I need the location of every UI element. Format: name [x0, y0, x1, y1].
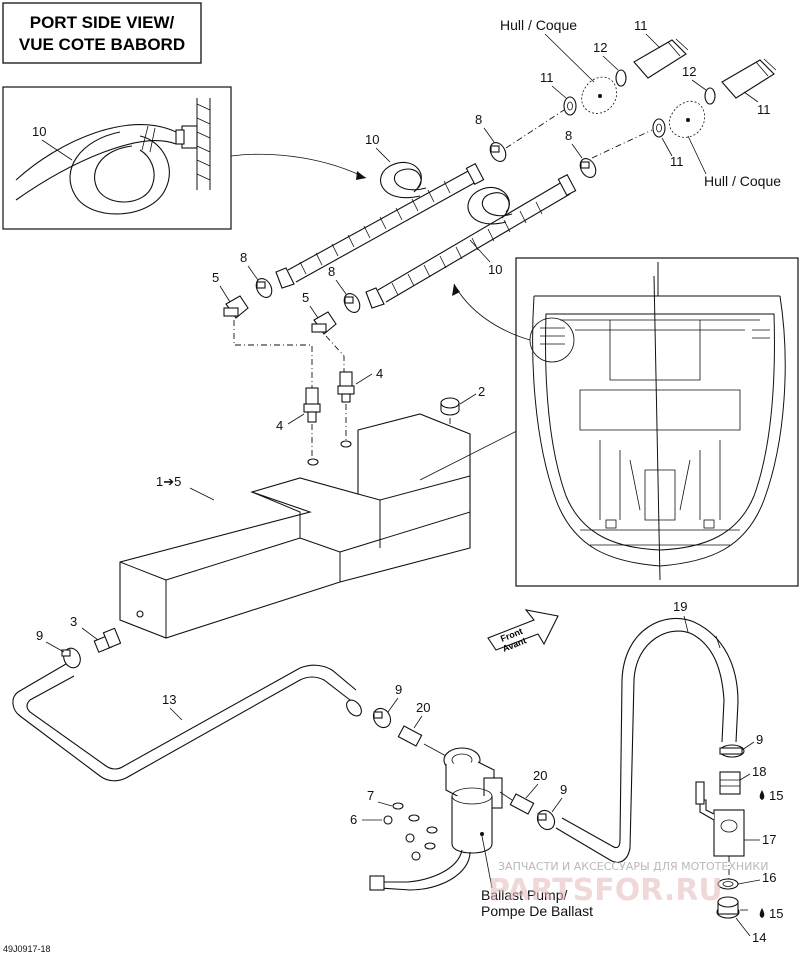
sealant-drop-icon — [759, 790, 765, 800]
clamp-8-a — [489, 142, 507, 162]
callout-12-b: 12 — [682, 64, 696, 79]
tank-outlet-hose: 3 9 13 — [12, 614, 362, 782]
callout-4-b: 4 — [376, 366, 383, 381]
watermark: ЗАПЧАСТИ И АКСЕССУАРЫ ДЛЯ МОТОТЕХНИКИ PA… — [488, 860, 768, 908]
callout-19: 19 — [673, 599, 687, 614]
callout-8-d: 8 — [328, 264, 335, 279]
callout-9-b: 9 — [395, 682, 402, 697]
front-direction-arrow: Front Avant — [487, 609, 559, 654]
ballast-pump-label-1: Ballast Pump/ — [481, 887, 567, 903]
watermark-text: ЗАПЧАСТИ И АКСЕССУАРЫ ДЛЯ МОТОТЕХНИКИ — [498, 860, 768, 873]
callout-20-a: 20 — [416, 700, 430, 715]
hull-overview-inset — [515, 257, 799, 587]
callout-20-b: 20 — [533, 768, 547, 783]
callout-11-c: 11 — [757, 102, 771, 117]
callout-12-a: 12 — [593, 40, 607, 55]
callout-11-a: 11 — [634, 18, 648, 33]
callout-8-b: 8 — [565, 128, 572, 143]
callout-8-c: 8 — [240, 250, 247, 265]
hull-label-right: Hull / Coque — [704, 173, 781, 189]
callout-11-b: 11 — [540, 70, 554, 85]
title-line-2: VUE COTE BABORD — [19, 35, 185, 54]
callout-9-d: 9 — [756, 732, 763, 747]
callout-11-d: 11 — [670, 154, 684, 169]
clamp-8-b — [579, 158, 597, 178]
callout-4-a: 4 — [276, 418, 283, 433]
callout-13: 13 — [162, 692, 176, 707]
tank-ref-label: 1➔5 — [156, 474, 181, 489]
callout-8-a: 8 — [475, 112, 482, 127]
clamp-8-d — [343, 293, 361, 313]
ballast-pump-label-2: Pompe De Ballast — [481, 903, 593, 919]
hull-fittings: Hull / Coque 12 11 11 12 11 11 Hull / Co… — [500, 17, 781, 189]
drawing-code: 49J0917-18 — [3, 944, 51, 954]
outlet-hose-assembly: 19 9 18 15 17 16 15 14 — [555, 599, 783, 945]
callout-15-b: 15 — [769, 906, 783, 921]
callout-5-a: 5 — [212, 270, 219, 285]
callout-9-c: 9 — [560, 782, 567, 797]
callout-6: 6 — [350, 812, 357, 827]
title-line-1: PORT SIDE VIEW/ — [30, 13, 175, 32]
clamp-8-c — [255, 278, 273, 298]
elbow-fittings: 5 5 4 4 2 — [212, 270, 485, 466]
callout-14: 14 — [752, 930, 766, 945]
inset-pointer-arrow — [230, 153, 367, 179]
callout-10-inset: 10 — [32, 124, 46, 139]
callout-7: 7 — [367, 788, 374, 803]
ballast-tank: 1➔5 — [119, 413, 471, 639]
callout-10-hose: 10 — [488, 262, 502, 277]
hose-assemblies: 10 10 8 8 8 8 — [240, 112, 597, 313]
sealant-drop-icon-2 — [759, 908, 765, 918]
title-box: PORT SIDE VIEW/ VUE COTE BABORD — [2, 2, 202, 64]
hull-label-top: Hull / Coque — [500, 17, 577, 33]
callout-17: 17 — [762, 832, 776, 847]
callout-16: 16 — [762, 870, 776, 885]
callout-5-b: 5 — [302, 290, 309, 305]
callout-15-a: 15 — [769, 788, 783, 803]
ballast-pump: 9 20 Ballast Pump/ Pompe De Ballast 7 6 — [350, 682, 593, 919]
callout-10-coil: 10 — [365, 132, 379, 147]
callout-18: 18 — [752, 764, 766, 779]
callout-9-a: 9 — [36, 628, 43, 643]
watermark-logo: PARTSFOR.RU — [488, 873, 723, 908]
callout-2: 2 — [478, 384, 485, 399]
callout-3: 3 — [70, 614, 77, 629]
port-side-inset: 10 — [2, 86, 232, 230]
